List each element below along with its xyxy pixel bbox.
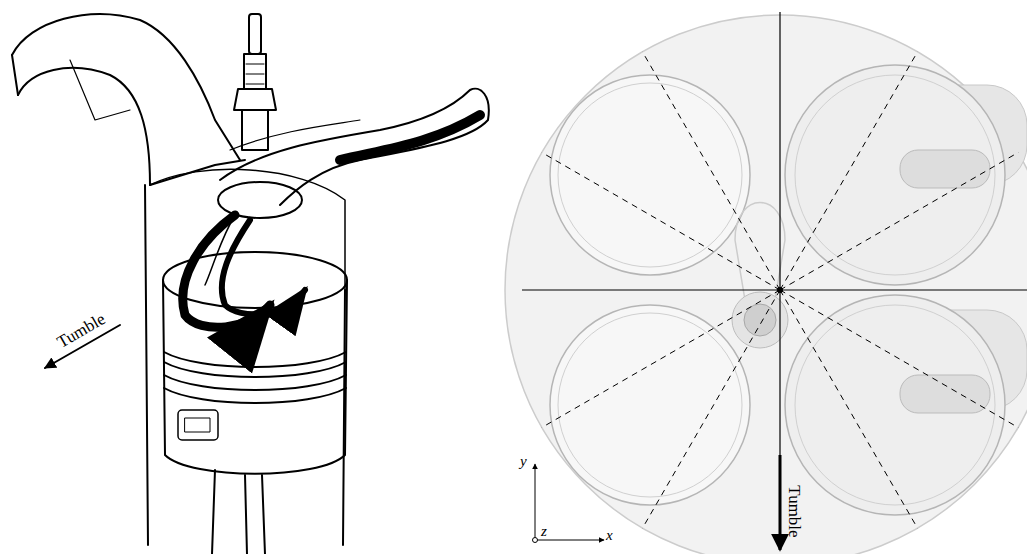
axis-label: z [541,524,547,539]
head-top-view [460,0,1027,554]
axis-label: x [606,528,613,543]
motion-label: Tumble [54,310,108,351]
motion-label: Tumble [786,485,803,537]
tumble-flow [45,115,480,368]
cylinder-sketch [12,14,489,554]
axis-label: y [520,454,527,469]
